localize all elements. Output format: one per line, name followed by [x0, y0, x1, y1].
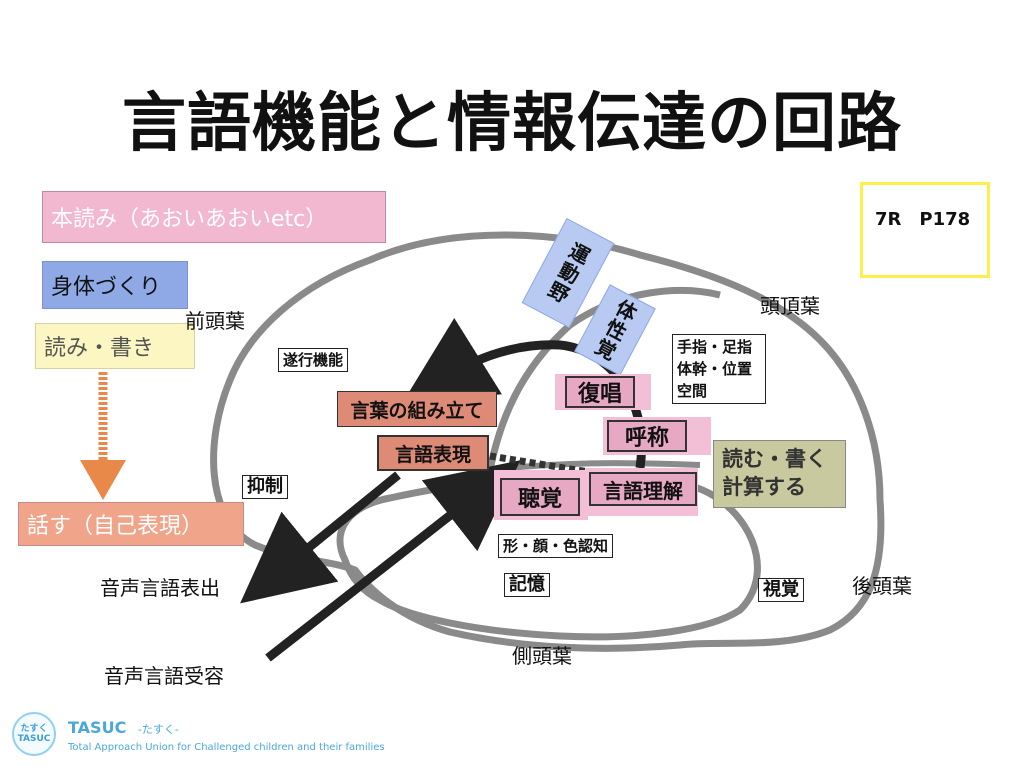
orange-arrow-head [80, 460, 126, 500]
label-speech-output: 音声言語表出 [100, 576, 220, 600]
fingers-line-1: 手指・足指 [677, 338, 753, 356]
function-read-write-calc: 読む・書く計算する [713, 440, 846, 508]
arrow-expression-to-output [240, 471, 401, 604]
page-title: 言語機能と情報伝達の回路 [122, 87, 902, 161]
lobe-occipital: 後頭葉 [852, 574, 912, 598]
lobe-parietal: 頭頂葉 [760, 294, 820, 318]
legend-hanasu: 話す（自己表現） [18, 502, 244, 546]
function-repetition: 復唱 [565, 376, 635, 408]
legend-honyomi: 本読み（あおいあおいetc） [42, 191, 386, 243]
logo-tagline: Total Approach Union for Challenged chil… [68, 742, 385, 753]
logo-badge-line2: TASUC [17, 734, 51, 744]
region-executive: 遂行機能 [278, 348, 349, 372]
logo-kana: -たすく- [137, 723, 179, 736]
arrow-input-to-hearing [265, 460, 521, 662]
arrow-comprehension-to-assembly [401, 317, 646, 469]
legend-yomikaki: 読み・書き [35, 323, 195, 369]
label-speech-input: 音声言語受容 [104, 664, 224, 688]
region-fingers: 手指・足指 体幹・位置 空間 [672, 334, 766, 404]
function-hearing: 聴覚 [500, 478, 580, 516]
lobe-frontal: 前頭葉 [185, 309, 245, 333]
brain-outer-outline [210, 231, 885, 652]
fingers-line-3: 空間 [677, 382, 708, 400]
function-comprehension: 言語理解 [589, 472, 697, 506]
function-language-expression: 言語表現 [377, 435, 489, 471]
region-inhibition: 抑制 [242, 475, 288, 499]
link-expression-comprehension [489, 452, 596, 477]
fingers-line-2: 体幹・位置 [677, 360, 753, 378]
legend-karada: 身体づくり [42, 261, 188, 309]
region-memory: 記憶 [504, 573, 550, 597]
reference-box: 7R P178 [860, 182, 990, 278]
function-word-assembly: 言葉の組み立て [337, 391, 497, 427]
region-vision: 視覚 [758, 578, 804, 602]
logo-badge-line1: たすく [20, 724, 48, 734]
lobe-temporal: 側頭葉 [512, 644, 572, 668]
logo-wordmark: TASUC -たすく- [68, 718, 179, 737]
logo-name: TASUC [68, 718, 127, 737]
function-naming: 呼称 [607, 420, 687, 452]
tasuc-logo: たすく TASUC [12, 712, 56, 756]
region-shape-recognition: 形・顔・色認知 [498, 534, 614, 558]
